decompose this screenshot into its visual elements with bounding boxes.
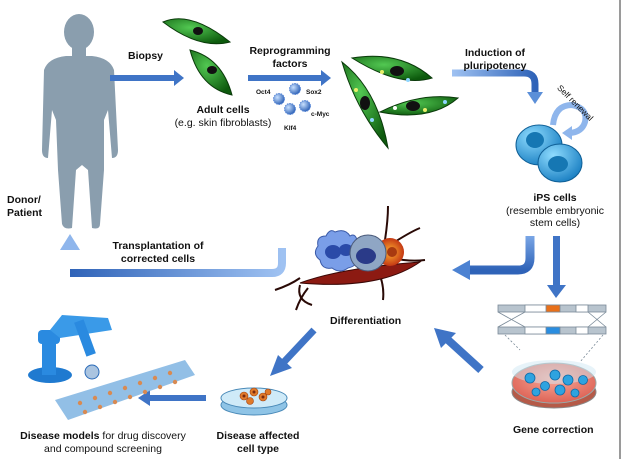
- differentiation-label: Differentiation: [330, 315, 402, 327]
- adult-cells-label: Adult cells (e.g. skin fibroblasts): [163, 104, 283, 129]
- gene-correction-label: Gene correction: [513, 424, 594, 436]
- disease-affected-line1: Disease affected: [216, 430, 300, 442]
- disease-models-bold: Disease models: [20, 430, 100, 442]
- adult-cells-subtitle: (e.g. skin fibroblasts): [174, 116, 272, 129]
- adult-fibroblast-cells: [162, 18, 233, 96]
- adult-cells-title: Adult cells: [196, 104, 250, 116]
- ips-title: iPS cells: [533, 192, 577, 204]
- induction-arrow: [452, 69, 543, 104]
- gene-correction-dish: [511, 360, 597, 409]
- ips-line2: (resemble embryonic: [505, 204, 605, 217]
- biopsy-arrow: [110, 70, 184, 86]
- donor-silhouette: [42, 14, 118, 229]
- ips-to-differentiation-arrow: [452, 236, 535, 280]
- factor-oct4: Oct4: [256, 89, 271, 96]
- induction-line2: pluripotency: [463, 59, 527, 72]
- transplantation-line2: corrected cells: [120, 252, 196, 265]
- disease-models-line2: and compound screening: [44, 442, 162, 455]
- biopsy-label: Biopsy: [128, 50, 164, 62]
- ips-cells-label: iPS cells (resemble embryonic stem cells…: [495, 192, 615, 230]
- image-border-line: [619, 0, 621, 459]
- differentiated-cells: [274, 205, 426, 311]
- reprogramming-arrow: [248, 70, 331, 86]
- disease-models-label: Disease models for drug discovery and co…: [8, 430, 198, 455]
- robotic-screening-platform: [28, 315, 195, 420]
- factor-sox2: Sox2: [306, 89, 322, 96]
- reprogramming-factors-label: Reprogramming factors: [240, 45, 340, 70]
- disease-models-rest: for drug discovery: [99, 430, 186, 442]
- transplantation-label: Transplantation of corrected cells: [108, 240, 208, 265]
- differentiation-to-disease-arrow: [270, 327, 317, 376]
- disease-cell-dish: [220, 387, 288, 416]
- reprogramming-factor-spheres: [273, 83, 311, 115]
- ips-cells: [515, 124, 583, 183]
- reprogrammed-cells: [341, 55, 460, 150]
- reprogramming-line2: factors: [272, 57, 308, 70]
- transplantation-arrow: [60, 234, 286, 277]
- transplantation-line1: Transplantation of: [112, 240, 204, 252]
- disease-to-models-arrow: [138, 390, 206, 406]
- factor-c-myc: c-Myc: [311, 111, 330, 118]
- chromosome-diagram: [497, 304, 607, 363]
- factor-klf4: Klf4: [284, 125, 297, 132]
- gene-correction-to-differentiation-arrow: [434, 328, 484, 373]
- donor-line1: Donor/: [7, 194, 41, 206]
- disease-affected-label: Disease affected cell type: [213, 430, 303, 455]
- donor-patient-label: Donor/ Patient: [7, 194, 42, 219]
- ips-line3: stem cells): [529, 217, 581, 229]
- disease-affected-line2: cell type: [236, 442, 280, 455]
- induction-line1: Induction of: [464, 47, 526, 59]
- ips-to-gene-correction-arrow: [547, 236, 566, 298]
- reprogramming-line1: Reprogramming: [249, 45, 331, 57]
- self-renewal-arrow: [550, 101, 589, 140]
- induction-label: Induction of pluripotency: [450, 47, 540, 72]
- donor-line2: Patient: [7, 206, 43, 219]
